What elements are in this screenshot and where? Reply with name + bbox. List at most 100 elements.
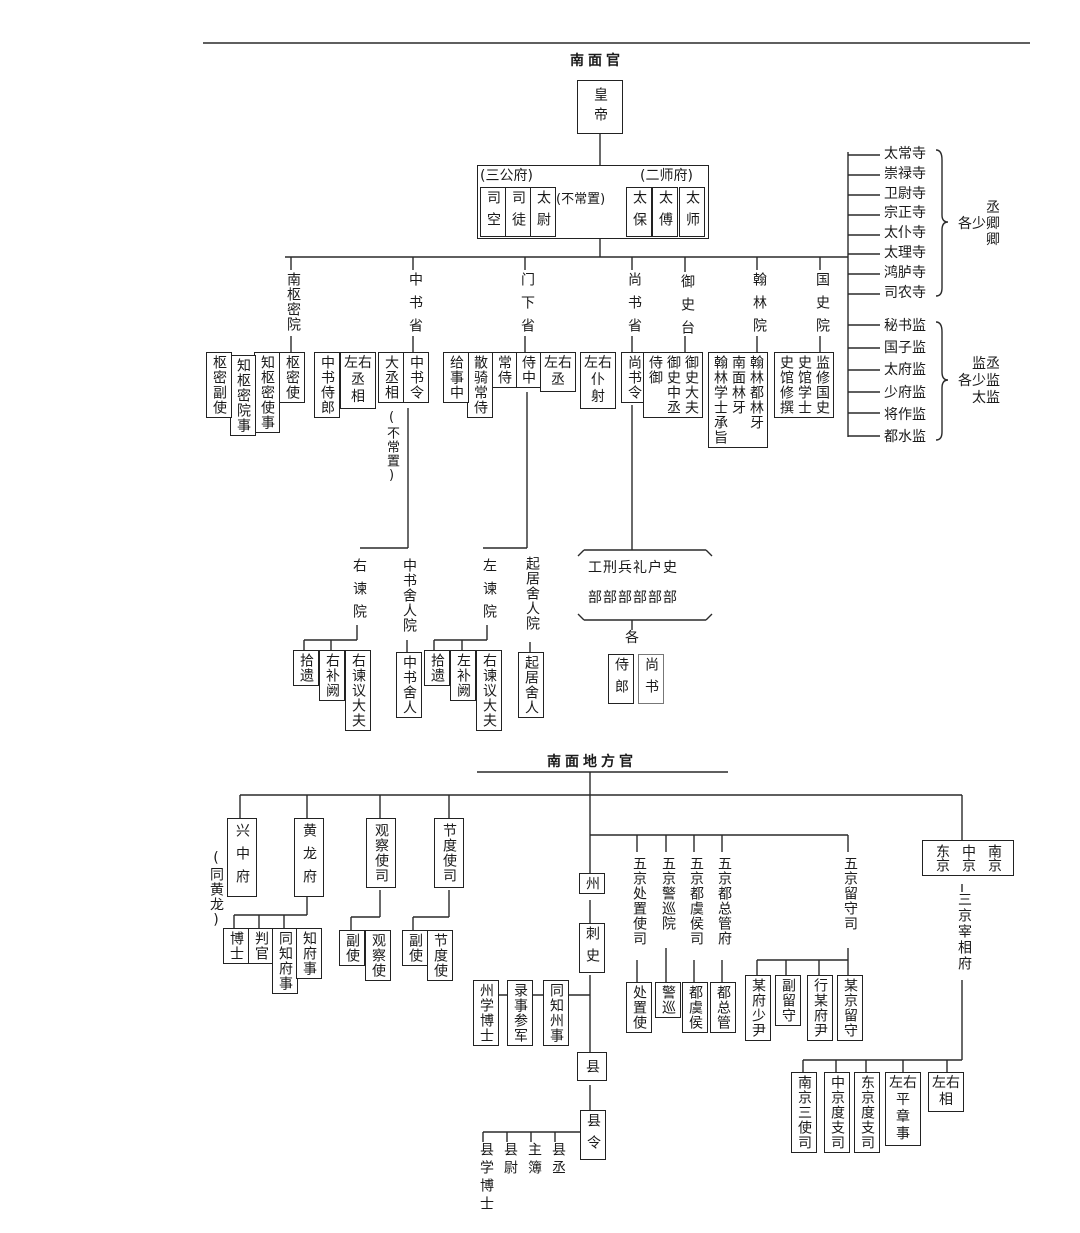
office-box: 司徒: [505, 187, 531, 237]
dept-label: 左谏院: [481, 558, 497, 627]
si-item: 太仆寺: [884, 225, 926, 242]
each-label: 各: [625, 630, 639, 646]
si-item: 鸿胪寺: [884, 264, 926, 281]
office-box: 翰林都林牙 南面林牙 翰林学士承旨: [708, 352, 768, 448]
office-box: 某府少尹: [745, 975, 771, 1041]
county-office: 主簿: [526, 1142, 542, 1178]
jian-note-line: 太监: [972, 390, 1000, 406]
office-box: 都虞侯: [682, 982, 708, 1033]
six-ministries-bottom: 部部部部部部: [588, 590, 678, 606]
office-box: 左补阙: [450, 650, 476, 701]
office-box: 处置使: [626, 982, 652, 1033]
office-box: 御史大夫 御史中丞 侍御: [643, 352, 703, 418]
dept-label: 五京警巡院: [660, 856, 676, 931]
si-note-line: 卿: [986, 232, 1000, 248]
office-box: 中书令: [403, 352, 429, 403]
office-box: 左右 丞: [540, 352, 576, 392]
office-box: 中书舍人: [396, 652, 422, 718]
office-box: 都总管: [710, 982, 736, 1033]
si-list: 太常寺崇禄寺卫尉寺宗正寺太仆寺太理寺鸿胪寺司农寺: [884, 145, 926, 303]
xingzhong-note: (同黄龙): [208, 850, 224, 929]
office-box: 观察使: [365, 930, 391, 981]
not-regular-note: (不常置): [556, 192, 606, 207]
office-box: 知府事: [296, 928, 322, 979]
office-box: 太师: [679, 187, 705, 237]
dept-label: 南枢密院: [285, 272, 301, 332]
office-box: 左右 仆 射: [580, 352, 616, 409]
dept-label: 翰林院: [751, 272, 767, 341]
office-box: 监修国史 史馆学士 史馆修撰: [774, 352, 834, 418]
dept-label: 中书省: [407, 272, 423, 341]
office-box: 枢密副使: [206, 352, 232, 418]
si-note-line: 各少卿: [958, 216, 1000, 232]
dept-label: 五京都虞侯司: [688, 856, 704, 946]
jian-note-line: 各少监: [958, 373, 1000, 389]
jian-item: 都水监: [884, 429, 926, 446]
office-box: 枢密使: [279, 352, 305, 403]
three-capitals-box: 南京 中京 东京: [922, 840, 1014, 876]
office-box: 拾遗: [424, 650, 450, 686]
not-regular-note: (不常置): [384, 410, 399, 484]
office-box: 尚书: [638, 654, 664, 704]
dept-label: 中书舍人院: [401, 558, 417, 633]
office-box: 太傅: [652, 187, 678, 237]
dept-label: 起居舍人院: [524, 556, 540, 631]
office-box: 司空: [480, 187, 506, 237]
office-box: 散骑常侍: [467, 352, 493, 418]
office-box: 县: [577, 1052, 607, 1081]
jian-item: 太府监: [884, 362, 926, 379]
dept-label: 五京都总管府: [716, 856, 732, 946]
office-box: 副留守: [775, 975, 801, 1026]
office-box: 某京留守: [837, 975, 863, 1041]
office-box: 太保: [626, 187, 652, 237]
office-box: 起居舍人: [518, 652, 544, 718]
office-box: 右补阙: [319, 650, 345, 701]
office-box: 中京度支司: [824, 1072, 850, 1153]
office-box: 南京三使司: [791, 1072, 817, 1153]
office-box: 左右 平 章 事: [885, 1072, 921, 1146]
six-ministries-top: 工刑兵礼户史: [588, 560, 678, 576]
dept-label: 右谏院: [351, 558, 367, 627]
office-box: 刺史: [579, 923, 605, 973]
dept-label: 五京处置使司: [631, 856, 647, 946]
office-box: 县令: [580, 1110, 606, 1160]
office-box: 知枢密使事: [254, 352, 280, 433]
office-box: 观察使司: [366, 818, 396, 888]
county-office: 县学博士: [478, 1142, 494, 1214]
office-box: 左右 相: [928, 1072, 964, 1112]
office-box: 右谏议大夫: [476, 650, 502, 731]
office-box: 州学博士: [473, 980, 499, 1046]
office-box: 左右 丞 相: [340, 352, 376, 409]
dept-label: 尚书省: [626, 272, 642, 341]
si-note-line: 丞: [986, 200, 1000, 216]
office-box: 兴中府: [227, 818, 257, 897]
jian-note-line: 监丞: [972, 356, 1000, 372]
si-item: 卫尉寺: [884, 185, 926, 202]
si-item: 崇禄寺: [884, 165, 926, 182]
dept-label: 门下省: [519, 272, 535, 341]
emperor-box: 皇帝: [577, 80, 623, 134]
office-box: 同知州事: [543, 980, 569, 1046]
si-item: 宗正寺: [884, 205, 926, 222]
office-box: 侍郎: [608, 654, 634, 704]
local-title: 南面地方官: [547, 754, 637, 770]
office-box: 警巡: [655, 982, 681, 1018]
jian-item: 将作监: [884, 406, 926, 423]
office-box: 副使: [402, 930, 428, 966]
jian-item: 秘书监: [884, 318, 926, 334]
office-box: 节度使司: [434, 818, 464, 888]
sangong-label: (三公府): [480, 168, 533, 184]
office-box: 太尉: [530, 187, 556, 237]
jian-list: 秘书监国子监太府监少府监将作监都水监: [884, 315, 926, 448]
office-box: 侍中: [515, 352, 541, 388]
office-box: 副使: [339, 930, 365, 966]
office-box: 给事中: [443, 352, 469, 403]
office-box: 判官: [248, 928, 274, 964]
dept-label: 三京宰相府: [956, 892, 972, 972]
central-title: 南面官: [570, 53, 624, 69]
si-item: 太理寺: [884, 244, 926, 261]
office-box: 常侍: [491, 352, 517, 388]
office-box: 博士: [223, 928, 249, 964]
